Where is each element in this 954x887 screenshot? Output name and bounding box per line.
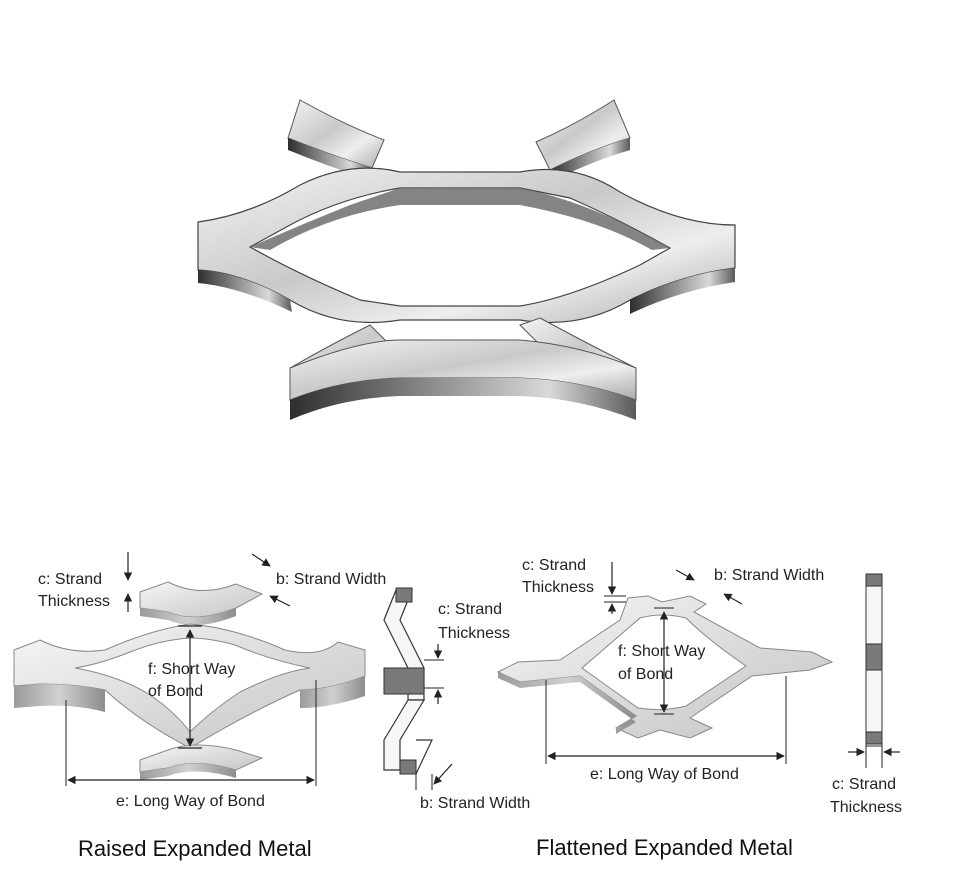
flattened-strand-width-label: b: Strand Width xyxy=(714,567,824,584)
flattened-width-arrow-2 xyxy=(723,593,743,605)
raised-short-way-label-1: f: Short Way xyxy=(148,661,235,678)
hero-bottom-edge xyxy=(290,378,636,420)
raised-side-profile xyxy=(383,587,433,775)
raised-bottom-width-label: b: Strand Width xyxy=(420,795,530,812)
flattened-caption: Flattened Expanded Metal xyxy=(536,835,793,860)
flattened-strand-thickness-label-2: Thickness xyxy=(522,579,594,596)
flattened-edge xyxy=(498,672,636,734)
raised-long-way-label: e: Long Way of Bond xyxy=(116,793,265,810)
raised-bottom-width-arrow xyxy=(433,763,453,785)
flattened-short-way-label-2: of Bond xyxy=(618,666,673,683)
raised-ring-edge-left xyxy=(14,684,105,712)
flattened-diagram: c: Strand Thickness b: Strand Width f: S… xyxy=(496,557,902,860)
raised-short-way-label-2: of Bond xyxy=(148,683,203,700)
flattened-short-way-label-1: f: Short Way xyxy=(618,643,705,660)
flattened-side-profile xyxy=(865,573,883,747)
hero-ring-surface xyxy=(197,167,736,324)
flattened-side-thickness-label-1: c: Strand xyxy=(832,776,896,793)
raised-strand-width-label: b: Strand Width xyxy=(276,571,386,588)
raised-strand-thickness-label-2: Thickness xyxy=(38,593,110,610)
raised-top-tab-edge xyxy=(140,608,236,626)
hero-edge-right xyxy=(630,268,735,314)
raised-side-thickness-label-1: c: Strand xyxy=(438,601,502,618)
flattened-side-thickness-label-2: Thickness xyxy=(830,799,902,816)
raised-side-thickness-label-2: Thickness xyxy=(438,625,510,642)
raised-caption: Raised Expanded Metal xyxy=(78,836,312,861)
flattened-long-way-label: e: Long Way of Bond xyxy=(590,766,739,783)
raised-width-arrow-2 xyxy=(269,595,291,607)
raised-top-tab xyxy=(139,581,264,618)
raised-width-arrow-1 xyxy=(251,553,271,567)
flattened-strand-thickness-label-1: c: Strand xyxy=(522,557,586,574)
hero-edge-left xyxy=(198,270,292,312)
hero-mesh-illustration xyxy=(197,99,736,420)
raised-strand-ring xyxy=(13,623,366,749)
flattened-width-arrow-1 xyxy=(675,569,695,581)
raised-strand-thickness-label-1: c: Strand xyxy=(38,571,102,588)
raised-diagram: c: Strand Thickness b: Strand Width f: S… xyxy=(13,552,530,861)
hero-inner-wall xyxy=(250,188,670,250)
